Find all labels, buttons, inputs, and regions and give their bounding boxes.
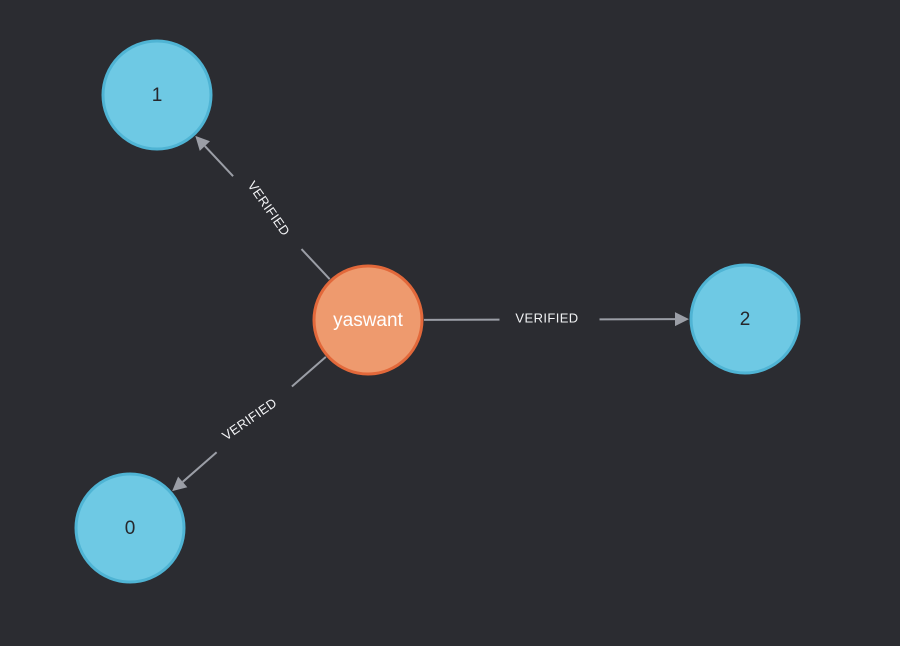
node-circle[interactable]	[689, 263, 801, 375]
graph-node-yaswant[interactable]: yaswant	[312, 264, 424, 376]
edge-label: VERIFIED	[515, 310, 578, 325]
node-circle[interactable]	[74, 472, 186, 584]
node-label: 0	[125, 518, 136, 539]
node-label: 1	[152, 85, 163, 106]
graph-node-2[interactable]: 2	[689, 263, 801, 375]
edge-line-segment	[182, 451, 218, 483]
node-circle[interactable]	[101, 39, 213, 151]
edge-line-segment	[291, 356, 327, 388]
edge-arrowhead-icon	[195, 135, 210, 151]
node-label: 2	[740, 309, 751, 330]
edge-arrowhead-icon	[172, 476, 188, 492]
graph-edge[interactable]: VERIFIED	[423, 310, 690, 327]
graph-node-0[interactable]: 0	[74, 472, 186, 584]
edge-line-segment	[204, 145, 234, 177]
graph-node-1[interactable]: 1	[101, 39, 213, 151]
edge-line-segment	[300, 248, 331, 280]
node-circle[interactable]	[312, 264, 424, 376]
edge-arrowhead-icon	[674, 312, 690, 327]
node-label: yaswant	[333, 310, 403, 331]
nodes-layer: yaswant 1 2 0	[74, 39, 801, 584]
